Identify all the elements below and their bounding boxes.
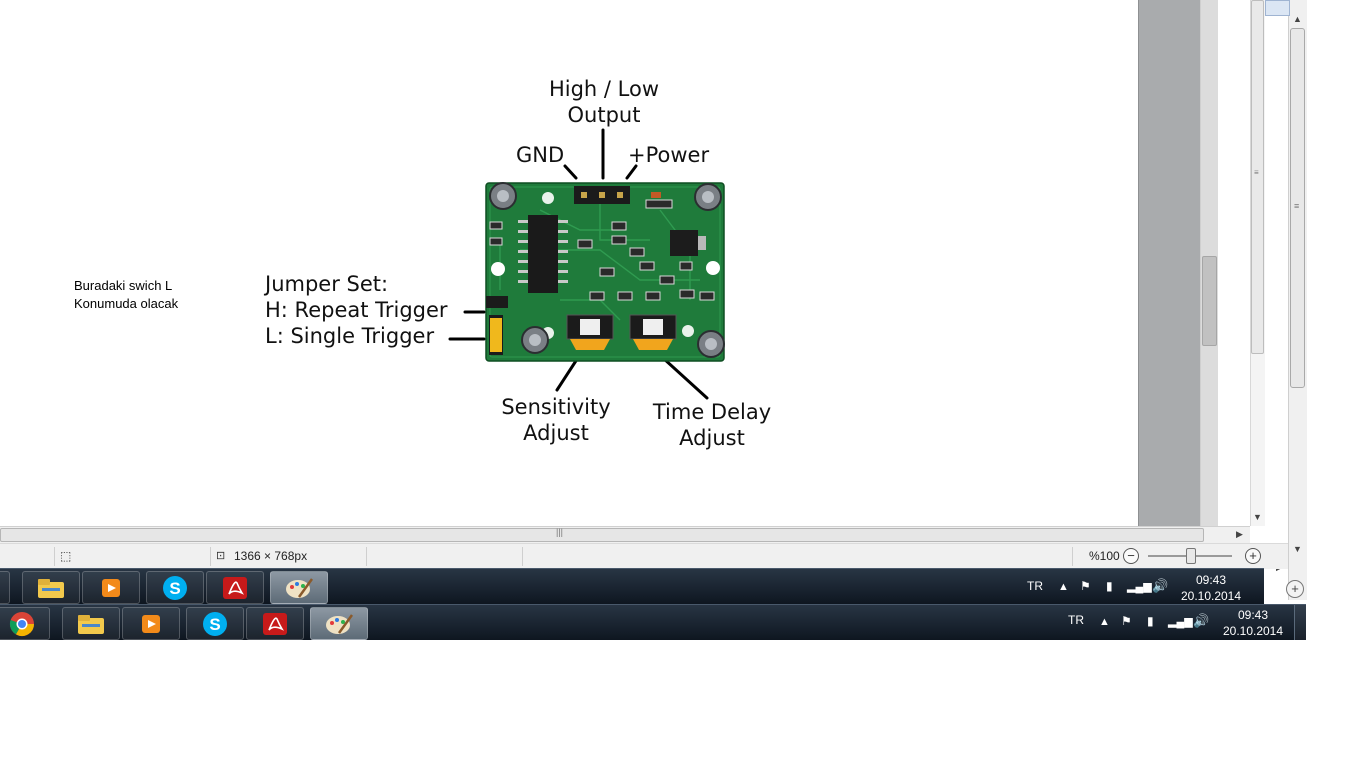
volume-icon[interactable]: 🔊 [1152, 578, 1169, 593]
image-size-icon: ⊡ [216, 550, 226, 562]
label-high-low: High / Low [549, 77, 659, 101]
label-jumper-l: L: Single Trigger [265, 324, 435, 348]
taskbar-paint-button-2[interactable] [310, 607, 368, 640]
scroll-corner [1250, 526, 1288, 543]
media-player-icon [102, 578, 120, 597]
taskbar-skype-button-2[interactable]: S [186, 607, 244, 640]
taskbar-explorer-button-2[interactable] [62, 607, 120, 640]
outer-window-edge [1265, 0, 1290, 16]
chrome-icon [9, 611, 34, 636]
label-power: +Power [628, 143, 710, 167]
scroll-right-arrow-icon[interactable]: ▶ [1236, 529, 1243, 539]
selection-size-icon: ⬚ [60, 549, 72, 563]
label-time-delay-adjust: Adjust [679, 426, 745, 450]
document-margin [1218, 0, 1250, 526]
paint-icon [326, 613, 354, 634]
taskbar-media-player-button-2[interactable] [122, 607, 180, 640]
label-sensitivity: Sensitivity [501, 395, 611, 419]
taskbar-app-partial[interactable] [0, 571, 10, 604]
zoom-slider-thumb[interactable] [1186, 548, 1196, 564]
action-center-flag-icon-2[interactable]: ⚑ [1121, 614, 1132, 628]
media-player-icon [142, 614, 160, 633]
note-line-1: Buradaki swich L [74, 278, 173, 293]
taskbar-media-player-button[interactable] [82, 571, 140, 604]
action-center-flag-icon[interactable]: ⚑ [1080, 579, 1091, 593]
taskbar-acrobat-button-2[interactable] [246, 607, 304, 640]
battery-icon[interactable]: ▮ [1106, 579, 1113, 593]
label-time-delay: Time Delay [652, 400, 772, 424]
outer-zoom-in-icon[interactable]: + [1286, 580, 1304, 598]
zoom-level: %100 [1089, 549, 1120, 563]
image-dimensions: 1366 × 768px [234, 549, 308, 563]
clock-date: 20.10.2014 [1180, 589, 1242, 603]
tray-expand-icon-2[interactable]: ▲ [1099, 616, 1110, 628]
grip-icon: ≡ [1254, 168, 1259, 177]
h-grip-icon: ||| [556, 527, 564, 537]
zoom-in-button[interactable]: + [1245, 548, 1261, 564]
taskbar-paint-button[interactable] [270, 571, 328, 604]
svg-text:S: S [169, 579, 180, 598]
tray-clock[interactable]: 09:43 20.10.2014 [1176, 572, 1246, 604]
tray-expand-icon[interactable]: ▲ [1058, 581, 1069, 593]
taskbar: S TR ▲ ⚑ ▮ ▂▄▆ 🔊 09:43 20.10.2014 [0, 604, 1307, 640]
battery-icon-2[interactable]: ▮ [1147, 614, 1154, 628]
clock-time-2: 09:43 [1237, 608, 1269, 622]
volume-icon-2[interactable]: 🔊 [1193, 613, 1210, 628]
canvas-gutter [1138, 0, 1201, 526]
outer-grip-icon: ≡ [1294, 201, 1300, 211]
skype-icon: S [203, 611, 227, 636]
outer-scroll-up-arrow-icon[interactable]: ▲ [1293, 14, 1302, 24]
explorer-icon [78, 614, 104, 634]
network-signal-icon[interactable]: ▂▄▆ [1127, 581, 1152, 593]
canvas-horizontal-scroll-thumb[interactable]: ||| [0, 527, 1204, 542]
taskbar-explorer-button[interactable] [22, 571, 80, 604]
explorer-icon [38, 578, 64, 598]
label-high-low-line1: High / Low [548, 77, 660, 101]
network-signal-icon-2[interactable]: ▂▄▆ [1168, 616, 1193, 628]
label-sensitivity-adjust: Adjust [523, 421, 589, 445]
outer-scroll-down-arrow-icon[interactable]: ▼ [1293, 544, 1302, 554]
zoom-out-button[interactable]: − [1123, 548, 1139, 564]
clock-date-2: 20.10.2014 [1222, 624, 1284, 638]
canvas-vertical-scroll-thumb[interactable]: ≡ [1251, 0, 1264, 354]
tray-language-2[interactable]: TR [1068, 613, 1084, 627]
tray-clock-2[interactable]: 09:43 20.10.2014 [1218, 607, 1288, 639]
outer-vertical-scroll-thumb[interactable]: ≡ [1290, 28, 1305, 388]
status-bar: ⬚ ⊡ 1366 × 768px %100 − + [0, 543, 1288, 569]
taskbar-screenshot: S TR ▲ ⚑ ▮ ▂▄▆ 🔊 09:43 20.10.2014 [0, 568, 1264, 604]
taskbar-skype-button[interactable]: S [146, 571, 204, 604]
label-jumper-title: Jumper Set: [265, 272, 389, 296]
pir-sensor-board-image [448, 128, 725, 400]
taskbar-acrobat-button[interactable] [206, 571, 264, 604]
label-gnd: GND [516, 143, 565, 167]
label-high-low-line2: Output [567, 103, 641, 127]
note-line-2: Konumuda olacak [74, 296, 179, 311]
taskbar-chrome-button[interactable] [0, 607, 50, 640]
paint-icon [286, 577, 314, 598]
acrobat-icon [263, 612, 287, 635]
paint-canvas[interactable]: Buradaki swich L Konumuda olacak High / … [0, 0, 1138, 526]
tray-language[interactable]: TR [1027, 579, 1043, 593]
inner-vertical-scroll-thumb[interactable] [1202, 256, 1217, 346]
skype-icon: S [163, 575, 187, 600]
svg-text:S: S [209, 615, 220, 634]
scroll-down-arrow-icon[interactable]: ▼ [1253, 512, 1262, 522]
acrobat-icon [223, 576, 247, 599]
label-output: Output [568, 103, 641, 127]
clock-time: 09:43 [1195, 573, 1227, 587]
label-jumper-h: H: Repeat Trigger [265, 298, 448, 322]
show-desktop-button[interactable] [1294, 605, 1307, 640]
